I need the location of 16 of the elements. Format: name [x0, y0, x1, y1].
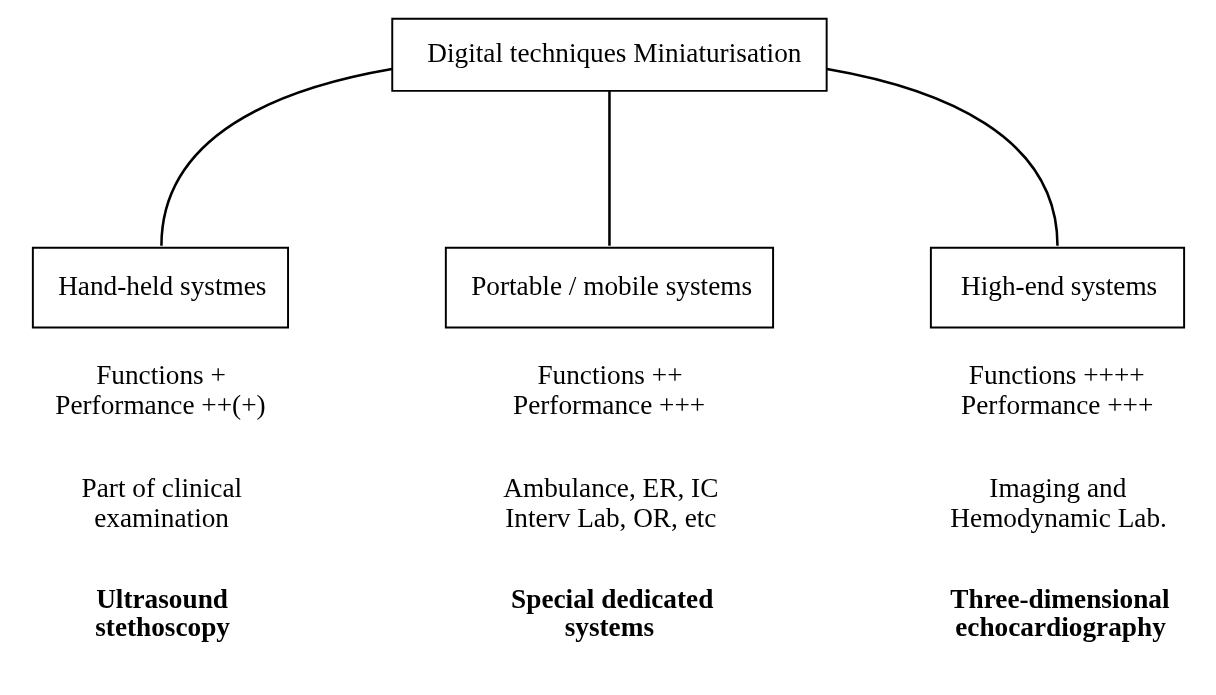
node-box: High-end systems	[929, 246, 1186, 329]
connector	[826, 67, 1059, 246]
node-box: Portable / mobile systems	[444, 246, 775, 329]
node-box: Hand-held systmes	[31, 246, 289, 329]
node-label: Functions ++ Performance +++	[513, 359, 706, 420]
node-label: Functions + Performance ++(+)	[55, 359, 266, 420]
node-label: Imaging and Hemodynamic Lab.	[950, 472, 1167, 533]
connector	[608, 90, 611, 246]
node-label: Functions ++++ Performance +++	[961, 359, 1154, 420]
node-box: Digital techniques Miniaturisation	[391, 17, 828, 92]
node-label: Ultrasound stethoscopy	[95, 583, 231, 642]
node-label: Part of clinical examination	[81, 472, 243, 533]
connector	[160, 67, 393, 246]
node-label: Three-dimensional echocardiography	[950, 583, 1170, 642]
node-label: Ambulance, ER, IC Interv Lab, OR, etc	[503, 472, 719, 533]
node-label: Special dedicated systems	[511, 583, 714, 642]
